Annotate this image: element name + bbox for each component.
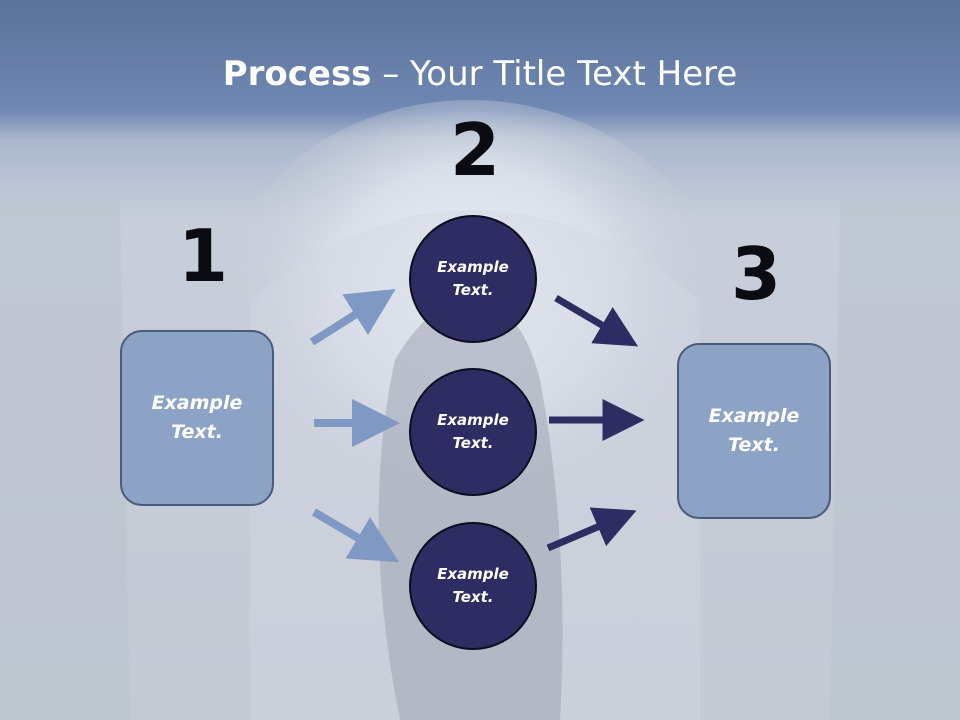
step-number-3: 3	[731, 232, 782, 316]
step-3-text: Example Text.	[708, 405, 800, 456]
step-2-node-middle-text: Example Text.	[437, 411, 509, 452]
step-number-1: 1	[178, 214, 229, 298]
step-number-2: 2	[450, 108, 501, 192]
step-2-node-top: Example Text.	[409, 215, 537, 343]
step-2-node-bottom: Example Text.	[409, 522, 537, 650]
slide-title: Process – Your Title Text Here	[0, 52, 960, 96]
title-strong: Process	[222, 54, 372, 94]
step-2-node-middle: Example Text.	[409, 368, 537, 496]
step-1-text: Example Text.	[151, 392, 243, 443]
arrow-bottom-to-3	[546, 507, 637, 552]
step-3-box: Example Text.	[677, 343, 831, 519]
arrow-1-to-bottom	[311, 508, 400, 563]
step-2-node-bottom-text: Example Text.	[437, 565, 509, 606]
arrow-top-to-3	[554, 294, 639, 347]
title-rest: – Your Title Text Here	[371, 54, 738, 94]
arrow-1-to-top	[309, 289, 396, 346]
step-1-box: Example Text.	[120, 330, 274, 506]
step-2-node-top-text: Example Text.	[437, 258, 509, 299]
